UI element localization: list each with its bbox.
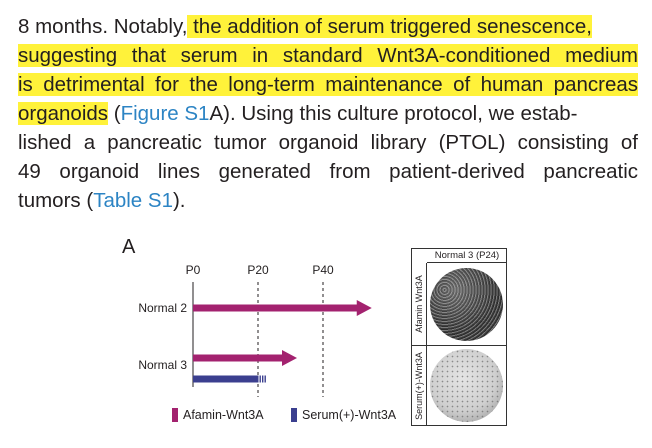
text-line-4: organoids (Figure S1A). Using this cultu… xyxy=(18,102,578,125)
row-label: Normal 2 xyxy=(138,301,187,315)
highlight: is detrimental for the long-term mainten… xyxy=(18,73,638,96)
panel-divider xyxy=(411,345,507,346)
bar-terminal-tick xyxy=(262,375,264,383)
text-line-3: is detrimental for the long-term mainten… xyxy=(18,70,638,99)
legend-swatch-afamin xyxy=(172,408,178,422)
body-paragraph: 8 months. Notably, the addition of serum… xyxy=(18,12,638,215)
passage-tick-label: P20 xyxy=(247,263,269,277)
text-line-1: 8 months. Notably, the addition of serum… xyxy=(18,15,592,38)
organoid-image-afamin xyxy=(430,268,503,341)
row-label: Normal 3 xyxy=(138,358,187,372)
legend-item-serum: Serum(+)-Wnt3A xyxy=(291,408,396,422)
bar-terminal-tick xyxy=(264,375,266,383)
text-line-7: tumors (Table S1). xyxy=(18,189,186,212)
legend-item-afamin: Afamin-Wnt3A xyxy=(172,408,264,422)
text-line-2: suggesting that serum in standard Wnt3A-… xyxy=(18,41,638,70)
legend-label: Serum(+)-Wnt3A xyxy=(302,408,397,422)
bar-arrowhead xyxy=(356,300,372,316)
highlight: suggesting that serum in standard Wnt3A-… xyxy=(18,44,638,67)
image-row-label-serum: Serum(+)-Wnt3A xyxy=(411,345,427,426)
passage-tick-label: P40 xyxy=(312,263,334,277)
legend-swatch-serum xyxy=(291,408,297,422)
legend-label: Afamin-Wnt3A xyxy=(183,408,264,422)
table-link[interactable]: Table S1 xyxy=(93,189,173,212)
organoid-image-serum xyxy=(430,349,503,422)
passage-tick-label: P0 xyxy=(186,263,201,277)
highlight: organoids xyxy=(18,102,109,125)
figure-link[interactable]: Figure S1 xyxy=(120,102,210,125)
passage-bar xyxy=(193,304,358,312)
passage-bar xyxy=(193,354,283,362)
bar-terminal-tick xyxy=(259,375,261,383)
image-panel-title: Normal 3 (P24) xyxy=(427,248,507,263)
organoid-image-panel xyxy=(411,248,507,426)
figure-panel-letter: A xyxy=(122,236,136,258)
passage-bar xyxy=(193,375,259,383)
text-line-5: lished a pancreatic tumor organoid libra… xyxy=(18,131,638,154)
bar-arrowhead xyxy=(282,350,297,366)
image-row-label-afamin: Afamin Wnt3A xyxy=(411,263,427,345)
highlight: the addition of serum triggered senescen… xyxy=(187,15,592,38)
text-line-6: 49 organoid lines generated from patient… xyxy=(18,160,638,183)
